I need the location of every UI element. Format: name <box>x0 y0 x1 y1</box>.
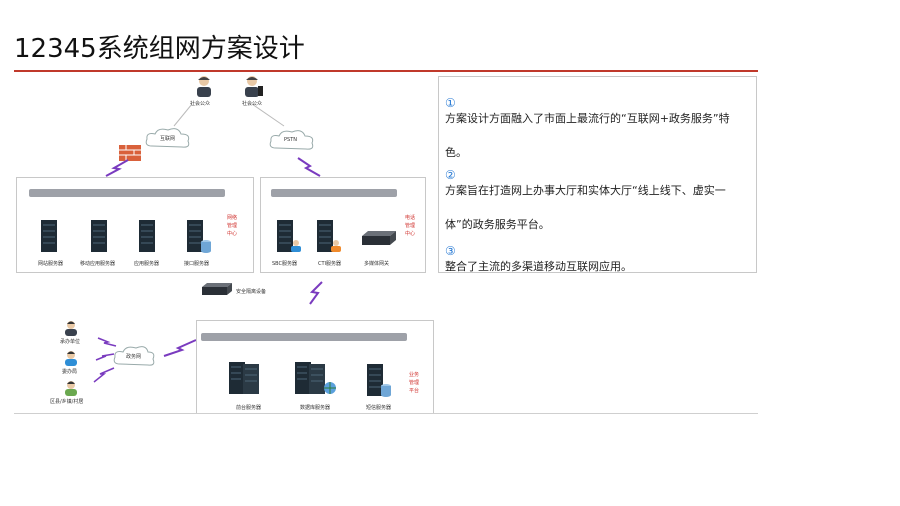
note-number: ① <box>445 96 456 110</box>
note-text: 方案旨在打造网上办事大厅和实体大厅“线上线下、虚实一体”的政务服务平台。 <box>445 184 726 231</box>
server-label: 前台服务器 <box>236 405 262 411</box>
pstn-cloud-label: PSTN <box>284 137 297 143</box>
internet-cloud-icon <box>145 128 190 148</box>
note-item-2: ② 方案旨在打造网上办事大厅和实体大厅“线上线下、虚实一体”的政务服务平台。 <box>445 167 748 242</box>
business-platform-label: 业务管理平台 <box>409 372 420 394</box>
note-item-3: ③ 整合了主流的多渠道移动互联网应用。 <box>445 243 748 275</box>
lightning-icon <box>95 353 115 361</box>
user-server-icon <box>317 220 341 252</box>
note-item-1: ① 方案设计方面融入了市面上最流行的“互联网+政务服务”特色。 <box>445 95 748 170</box>
lightning-icon <box>105 159 129 177</box>
network-bus <box>29 189 225 197</box>
security-gateway-icon <box>202 283 232 295</box>
lightning-icon <box>163 339 197 357</box>
server-label: 网站服务器 <box>38 261 64 267</box>
internet-cloud-label: 互联网 <box>160 136 176 142</box>
lightning-icon <box>297 157 321 177</box>
person-icon <box>65 381 77 396</box>
endpoint-label: 委办局 <box>62 369 78 375</box>
person-icon <box>65 321 77 336</box>
server-label: 多媒体网关 <box>364 261 390 267</box>
gateway-icon <box>362 231 396 245</box>
server-label: SBC服务器 <box>272 261 298 267</box>
security-gateway-label: 安全隔离设备 <box>236 289 267 295</box>
diagram-lines <box>173 103 285 127</box>
note-number: ③ <box>445 244 456 258</box>
public-user-icon <box>197 76 211 97</box>
user-server-icon <box>277 220 301 252</box>
network-bus <box>201 333 407 341</box>
public-user-label-2: 社会公众 <box>242 101 263 107</box>
server-label: 接口服务器 <box>184 261 210 267</box>
phone-center-label: 电话管理中心 <box>405 215 416 237</box>
public-user-label-1: 社会公众 <box>190 101 211 107</box>
lightning-icon <box>93 367 115 383</box>
server-label: CTI服务器 <box>318 261 342 267</box>
web-center-label: 网络管理中心 <box>227 215 238 237</box>
network-diagram: 社会公众 社会公众 互联网 PSTN 网络管理中心 <box>14 74 438 414</box>
server-label: 应用服务器 <box>134 261 160 267</box>
pstn-cloud-icon <box>269 130 314 150</box>
notes-box: ① 方案设计方面融入了市面上最流行的“互联网+政务服务”特色。 ② 方案旨在打造网上… <box>438 76 757 273</box>
endpoint-label: 承办单位 <box>60 339 81 345</box>
server-label: 短信服务器 <box>366 405 392 411</box>
database-server-icon <box>187 220 211 253</box>
phone-user-icon <box>245 76 263 97</box>
endpoint-label: 区县/乡镇/村居 <box>50 399 84 405</box>
gov-cloud-label: 政务网 <box>126 354 142 360</box>
database-server-icon <box>367 364 391 397</box>
network-bus <box>271 189 397 197</box>
firewall-icon <box>119 145 141 161</box>
page-title: 12345系统组网方案设计 <box>14 34 305 64</box>
footer-divider <box>14 413 758 414</box>
server-icon <box>139 220 155 252</box>
title-divider <box>14 70 758 72</box>
server-icon <box>91 220 107 252</box>
server-icon <box>41 220 57 252</box>
person-icon <box>65 351 77 366</box>
lightning-icon <box>97 337 117 347</box>
note-text: 方案设计方面融入了市面上最流行的“互联网+政务服务”特色。 <box>445 112 730 159</box>
note-text: 整合了主流的多渠道移动互联网应用。 <box>445 260 632 273</box>
database-server-pair-icon <box>295 362 336 394</box>
server-label: 移动应用服务器 <box>80 261 116 267</box>
gov-cloud-icon <box>113 346 155 366</box>
phone-center-box: 电话管理中心 <box>260 177 426 273</box>
server-label: 数据库服务器 <box>300 405 331 411</box>
note-number: ② <box>445 168 456 182</box>
lightning-icon <box>309 281 323 305</box>
server-pair-icon <box>229 362 259 394</box>
